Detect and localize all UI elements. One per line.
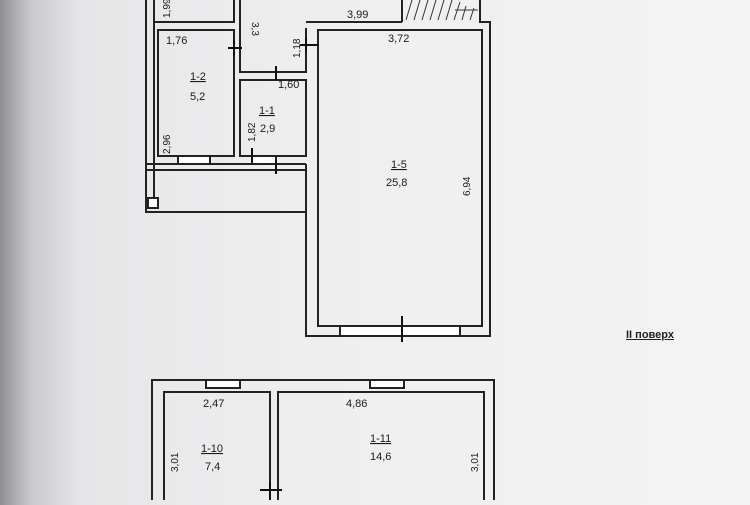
room-id-1-10: 1-10 [201, 443, 223, 455]
dim-3-01-right: 3,01 [470, 452, 481, 472]
corridor-walls [239, 0, 307, 73]
dim-2-96: 2,96 [162, 134, 173, 154]
small-room-walls [154, 0, 235, 23]
dim-3-01-left: 3,01 [170, 452, 181, 472]
stair-treads [405, 0, 478, 21]
lower-outer-wall [151, 379, 495, 500]
window-1-1 [251, 155, 277, 165]
dim-1-99: 1,99 [162, 0, 173, 18]
room-area-1-2: 5,2 [190, 91, 205, 103]
room-1-11-walls [277, 391, 485, 500]
room-1-1-walls [239, 79, 307, 157]
dim-3-3: 3,3 [249, 22, 260, 36]
window-1-10 [205, 379, 241, 389]
corner-marker [147, 197, 159, 209]
floor-label: II поверх [626, 329, 674, 341]
dim-1-82: 1,82 [247, 122, 258, 142]
window-1-2 [177, 155, 211, 165]
dim-2-47: 2,47 [203, 398, 224, 410]
room-area-1-10: 7,4 [205, 461, 220, 473]
room-id-1-11: 1-11 [370, 433, 391, 445]
dim-3-99: 3,99 [347, 9, 368, 21]
dim-3-72: 3,72 [388, 33, 409, 45]
room-area-1-1: 2,9 [260, 123, 275, 135]
dim-1-60: 1,60 [278, 79, 299, 91]
room-id-1-5: 1-5 [391, 159, 407, 171]
door-ticks [228, 38, 403, 500]
room-id-1-1: 1-1 [259, 105, 275, 117]
room-1-10-walls [163, 391, 271, 500]
room-area-1-5: 25,8 [386, 177, 407, 189]
room-id-1-2: 1-2 [190, 71, 206, 83]
dim-6-94: 6,94 [462, 176, 473, 196]
room-area-1-11: 14,6 [370, 451, 391, 463]
room-1-5-outer [305, 0, 491, 337]
dim-1-76: 1,76 [166, 35, 187, 47]
dim-1-18: 1,18 [292, 38, 303, 58]
dim-4-86: 4,86 [346, 398, 367, 410]
window-1-5 [339, 325, 461, 337]
upper-outer-wall-left [145, 0, 307, 213]
window-1-11 [369, 379, 405, 389]
